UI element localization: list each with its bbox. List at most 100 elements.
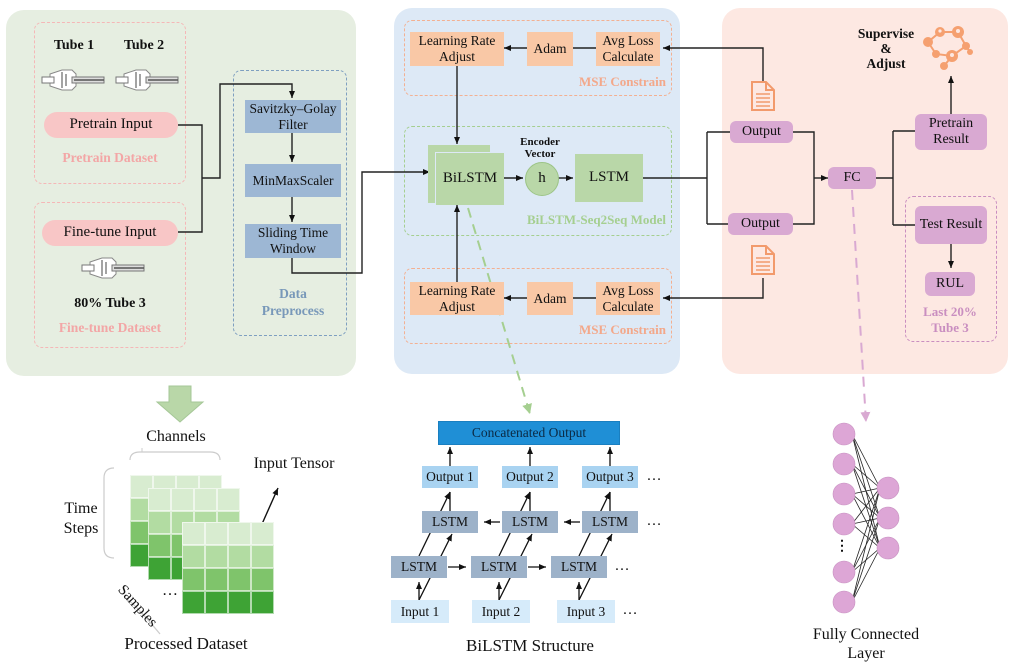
tensor-cell — [182, 522, 205, 545]
lr-adjust-top: Learning Rate Adjust — [410, 32, 504, 66]
tensor-cell — [148, 488, 171, 511]
bilstm-output-3: Output 3 — [582, 466, 638, 488]
preprocess-caption-2: Preprocess — [261, 303, 325, 318]
tube-icon — [41, 69, 105, 91]
seq2seq-caption: BiLSTM-Seq2Seq Model — [526, 212, 666, 227]
tensor-brackets — [103, 448, 221, 635]
input-ellipsis: … — [622, 602, 638, 618]
minmax-scaler-step: MinMaxScaler — [245, 164, 341, 197]
output-ellipsis: … — [646, 468, 662, 484]
pretrain-result: Pretrain Result — [915, 114, 987, 150]
backward-lstm-2: LSTM — [502, 511, 558, 533]
bilstm-block: BiLSTM — [436, 153, 504, 205]
tensor-cell — [205, 545, 228, 568]
encoder-vector-label-1: Encoder — [520, 136, 560, 148]
tensor-cell — [251, 591, 274, 614]
fc-block: FC — [828, 167, 876, 189]
finetune-dataset-group — [34, 202, 186, 348]
fc-title-1: Fully Connected — [812, 626, 920, 643]
fc-node — [876, 476, 900, 500]
tensor-cell — [251, 545, 274, 568]
tensor-cell — [205, 591, 228, 614]
finetune-input: Fine-tune Input — [42, 220, 178, 246]
mse-top-caption: MSE Constrain — [578, 74, 666, 89]
fc-node — [832, 560, 856, 584]
fc-edge — [851, 547, 881, 603]
tensor-cell — [251, 568, 274, 591]
lr-adjust-bottom: Learning Rate Adjust — [410, 282, 504, 315]
fc-node — [832, 422, 856, 446]
fc-network — [832, 422, 900, 614]
tube2-label: Tube 2 — [123, 38, 165, 53]
tensor-layer — [182, 522, 274, 614]
forward-lstm-1: LSTM — [391, 556, 447, 578]
mse-bottom-group — [404, 268, 672, 344]
result-panel — [722, 8, 1008, 374]
tensor-cell — [182, 545, 205, 568]
avg-loss-bottom: Avg Loss Calculate — [596, 282, 660, 315]
tensor-cell — [171, 488, 194, 511]
fc-node — [876, 536, 900, 560]
encoder-vector-label-2: Vector — [524, 148, 556, 160]
forward-lstm-2: LSTM — [471, 556, 527, 578]
pretrain-input: Pretrain Input — [44, 112, 178, 138]
processed-dataset-title: Processed Dataset — [124, 634, 248, 653]
fc-node — [832, 452, 856, 476]
tensor-cell — [217, 488, 240, 511]
seq2seq-group — [404, 126, 672, 236]
bilstm-structure-title: BiLSTM Structure — [466, 636, 594, 655]
fc-node — [832, 482, 856, 506]
adam-top: Adam — [527, 32, 573, 66]
preprocess-group — [233, 70, 347, 336]
test-group — [905, 196, 997, 342]
preprocess-caption-1: Data — [279, 286, 307, 301]
tensor-cell — [182, 568, 205, 591]
fc-title-2: Layer — [847, 645, 885, 662]
supervise-label-1: Supervise — [857, 26, 915, 41]
encoder-vector-h: h — [525, 162, 559, 196]
pretrain-dataset-group — [34, 22, 186, 184]
avg-loss-top: Avg Loss Calculate — [596, 32, 660, 66]
tensor-cell — [148, 511, 171, 534]
bilstm-output-1: Output 1 — [422, 466, 478, 488]
bilstm-output-2: Output 2 — [502, 466, 558, 488]
input-tensor-label: Input Tensor — [253, 455, 335, 472]
output-bottom: Output — [728, 213, 793, 235]
tensor-cell — [205, 568, 228, 591]
time-steps-label-1: Time — [64, 500, 98, 517]
pretrain-dataset-caption: Pretrain Dataset — [62, 150, 158, 165]
mse-top-group — [404, 20, 672, 96]
mse-bottom-caption: MSE Constrain — [578, 322, 666, 337]
fc-edge — [851, 487, 881, 495]
document-icon — [751, 81, 775, 111]
tensor-cell — [228, 568, 251, 591]
tube-icon — [81, 257, 145, 279]
backward-lstm-3: LSTM — [582, 511, 638, 533]
fc-node — [876, 506, 900, 530]
fc-edge — [851, 517, 881, 525]
tube1-label: Tube 1 — [53, 38, 95, 53]
channels-label: Channels — [146, 428, 206, 445]
fc-edge — [851, 487, 881, 603]
network-icon — [923, 26, 973, 70]
document-icon — [751, 245, 775, 275]
output-top: Output — [730, 121, 793, 143]
backward-ellipsis: … — [646, 513, 662, 529]
fc-ellipsis: ⋮ — [835, 539, 849, 554]
tensor-cell — [205, 522, 228, 545]
fc-edge — [851, 433, 881, 489]
tensor-cell — [194, 488, 217, 511]
supervise-label-2: & — [880, 41, 892, 56]
fc-edge — [851, 523, 881, 549]
tensor-cell — [148, 557, 171, 580]
bilstm-input-1: Input 1 — [391, 600, 449, 623]
backward-lstm-1: LSTM — [422, 511, 478, 533]
concatenated-output: Concatenated Output — [438, 421, 620, 445]
tensor-cell — [182, 591, 205, 614]
tensor-cell — [130, 475, 153, 498]
savgol-filter-step: Savitzky–Golay Filter — [245, 100, 341, 133]
rul-block: RUL — [925, 272, 975, 296]
finetune-dataset-caption: Fine-tune Dataset — [58, 320, 162, 335]
down-arrow-icon — [155, 385, 205, 423]
tensor-cell — [228, 545, 251, 568]
